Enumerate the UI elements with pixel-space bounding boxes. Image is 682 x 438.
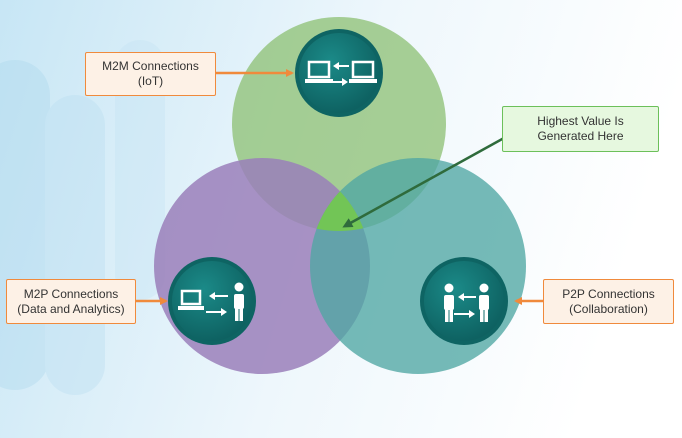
computer-to-computer-icon (305, 60, 377, 86)
highest-value-line1: Highest Value Is (537, 114, 624, 128)
computer-to-person-icon (178, 282, 244, 321)
p2p-callout: P2P Connections (Collaboration) (543, 279, 674, 324)
collaboration-circle (310, 158, 526, 374)
m2m-icon-badge (295, 29, 383, 117)
m2p-callout-line1: M2P Connections (23, 286, 119, 301)
highest-value-callout: Highest Value Is Generated Here (502, 106, 659, 152)
m2m-callout-line2: (IoT) (137, 74, 164, 88)
p2p-callout-line2: (Collaboration) (569, 301, 648, 316)
person-to-person-icon (444, 283, 489, 322)
m2p-callout-line2: (Data and Analytics) (17, 301, 125, 316)
p2p-icon-badge (420, 257, 508, 345)
highest-value-arrow (342, 136, 505, 228)
m2m-callout: M2M Connections (IoT) (85, 52, 216, 96)
highest-value-line2: Generated Here (537, 129, 624, 143)
m2p-callout: M2P Connections (Data and Analytics) (6, 279, 136, 324)
p2p-callout-line1: P2P Connections (562, 286, 655, 301)
m2m-callout-line1: M2M Connections (102, 59, 199, 73)
m2p-icon-badge (168, 257, 256, 345)
